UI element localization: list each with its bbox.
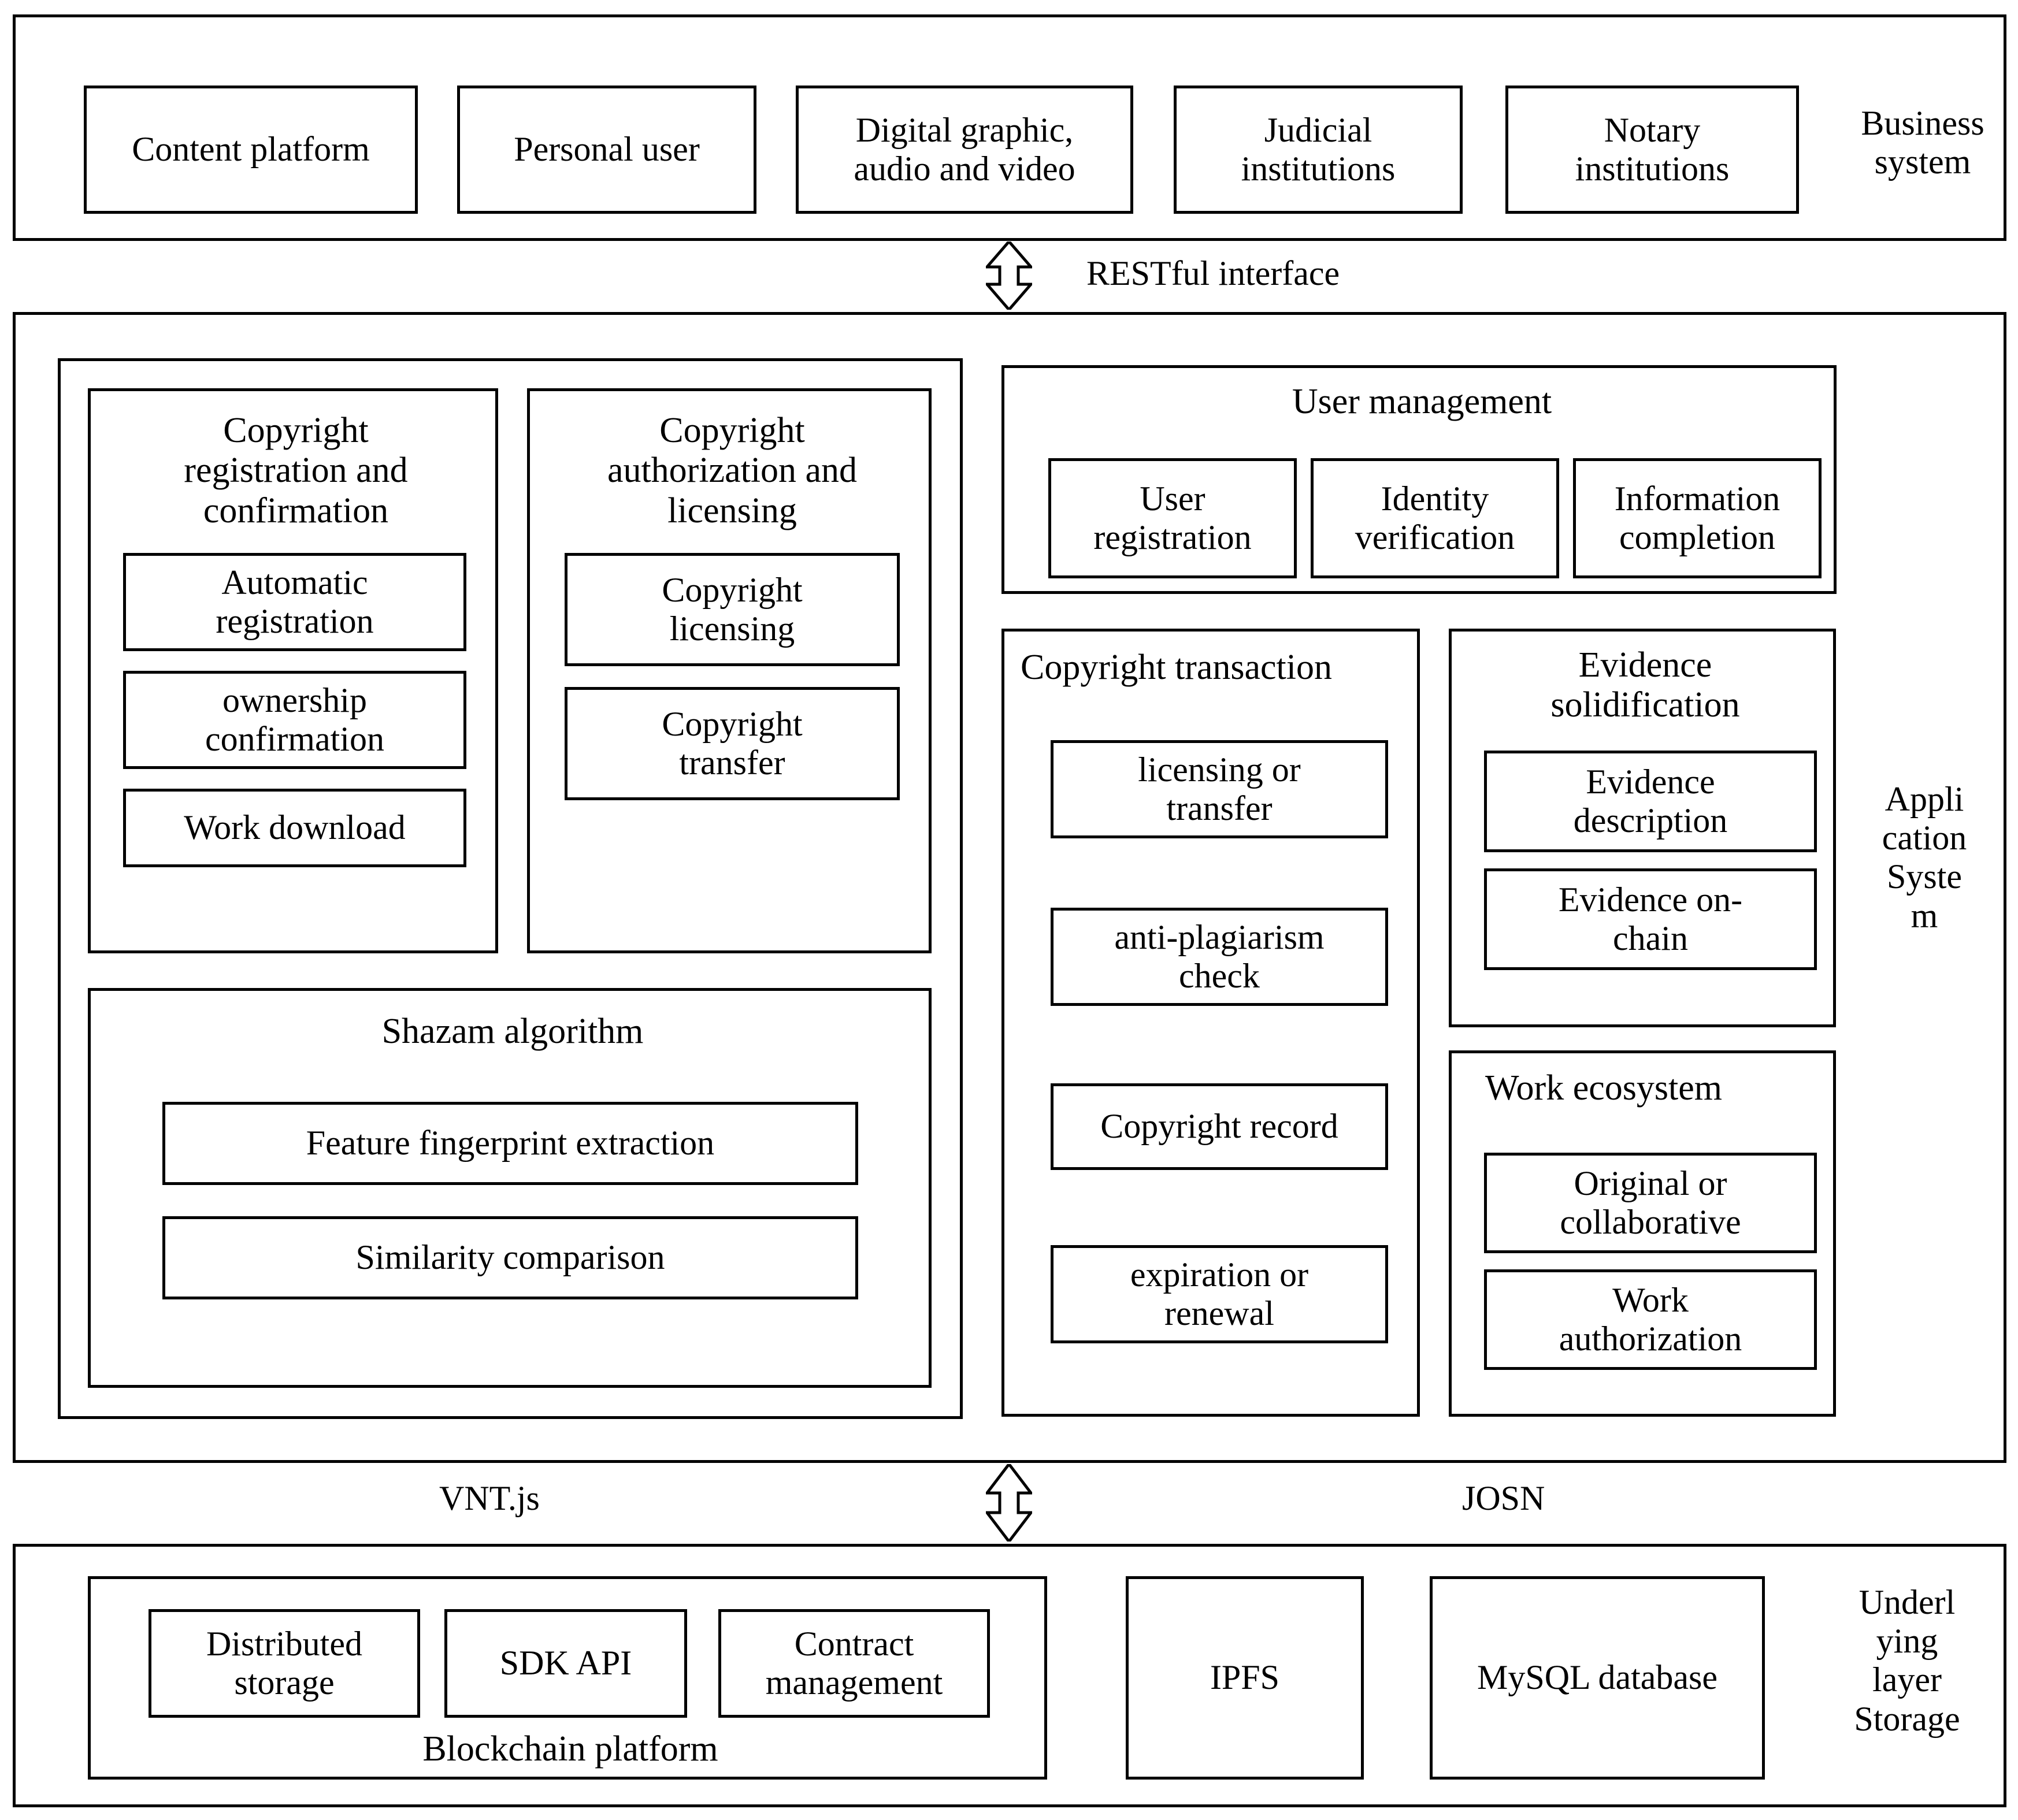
item-work-download[interactable]: Work download xyxy=(123,789,466,867)
item-label: Similarity comparison xyxy=(355,1238,665,1277)
group-title: Work ecosystem xyxy=(1485,1068,1722,1108)
item-evidence-on-chain[interactable]: Evidence on-chain xyxy=(1484,868,1817,970)
storage-double-arrow-icon xyxy=(986,1464,1032,1542)
group-title: Shazam algorithm xyxy=(381,1012,644,1051)
business-box-digital-media[interactable]: Digital graphic,audio and video xyxy=(796,86,1133,214)
business-box-label: Content platform xyxy=(132,130,370,169)
josn-label: JOSN xyxy=(1462,1479,1545,1517)
item-feature-fingerprint-extraction[interactable]: Feature fingerprint extraction xyxy=(162,1102,858,1185)
business-system-layer: Content platform Personal user Digital g… xyxy=(13,14,2006,241)
storage-box-label: MySQL database xyxy=(1477,1658,1717,1697)
business-box-personal-user[interactable]: Personal user xyxy=(457,86,756,214)
group-title: Blockchain platform xyxy=(422,1729,718,1769)
shazam-algorithm-group: Shazam algorithm Feature fingerprint ext… xyxy=(88,988,932,1388)
group-title: Copyright transaction xyxy=(1021,648,1332,687)
item-label: SDK API xyxy=(499,1644,632,1682)
storage-box-mysql[interactable]: MySQL database xyxy=(1430,1576,1765,1780)
restful-interface-label: RESTful interface xyxy=(1086,254,1340,292)
business-box-content-platform[interactable]: Content platform xyxy=(84,86,418,214)
item-label: Feature fingerprint extraction xyxy=(306,1124,715,1162)
item-label: Evidence on-chain xyxy=(1558,880,1743,957)
restful-double-arrow-icon xyxy=(986,242,1032,310)
item-copyright-record[interactable]: Copyright record xyxy=(1051,1083,1388,1170)
item-label: Work download xyxy=(184,808,406,847)
group-title: User management xyxy=(1292,382,1552,421)
business-box-label: Digital graphic,audio and video xyxy=(854,110,1075,188)
item-similarity-comparison[interactable]: Similarity comparison xyxy=(162,1216,858,1299)
item-label: Copyright record xyxy=(1100,1107,1338,1146)
vntjs-label: VNT.js xyxy=(439,1479,540,1517)
storage-box-ipfs[interactable]: IPFS xyxy=(1126,1576,1364,1780)
storage-box-label: IPFS xyxy=(1210,1658,1280,1697)
item-sdk-api[interactable]: SDK API xyxy=(444,1609,687,1718)
business-box-label: Personal user xyxy=(514,130,700,169)
